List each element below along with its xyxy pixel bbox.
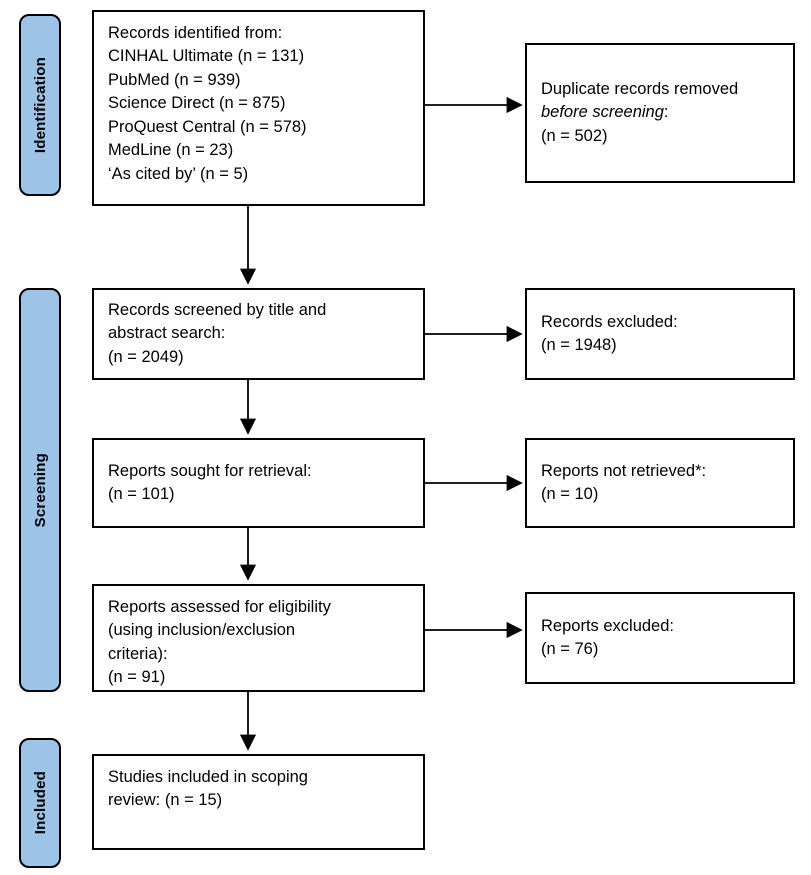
box-reports-assessed-for-eligibility: Reports assessed for eligibility (using … (92, 584, 425, 692)
box-records-identified-text: Records identified from: CINHAL Ultimate… (108, 24, 307, 183)
phase-bar-included: Included (19, 738, 61, 868)
duplicates-removed-emphasis: before screening (541, 103, 664, 122)
box-records-screened: Records screened by title and abstract s… (92, 288, 425, 380)
phase-label-screening: Screening (31, 452, 49, 528)
box-duplicate-records-removed: Duplicate records removed before screeni… (525, 43, 795, 183)
phase-label-identification: Identification (31, 56, 49, 154)
box-reports-excluded: Reports excluded: (n = 76) (525, 592, 795, 684)
box-records-screened-text: Records screened by title and abstract s… (108, 300, 327, 366)
box-records-excluded: Records excluded: (n = 1948) (525, 288, 795, 380)
phase-bar-identification: Identification (19, 14, 61, 196)
box-reports-not-retrieved: Reports not retrieved*: (n = 10) (525, 438, 795, 528)
phase-label-included: Included (31, 771, 49, 835)
phase-bar-screening: Screening (19, 288, 61, 692)
box-reports-not-retrieved-text: Reports not retrieved*: (n = 10) (541, 461, 707, 503)
box-studies-included-text: Studies included in scoping review: (n =… (108, 768, 308, 810)
duplicates-removed-line1: Duplicate records removed (541, 79, 739, 98)
box-records-excluded-text: Records excluded: (n = 1948) (541, 312, 678, 354)
box-records-identified: Records identified from: CINHAL Ultimate… (92, 10, 425, 206)
box-reports-sought-for-retrieval: Reports sought for retrieval: (n = 101) (92, 438, 425, 528)
box-studies-included: Studies included in scoping review: (n =… (92, 754, 425, 850)
box-reports-assessed-for-eligibility-text: Reports assessed for eligibility (using … (108, 598, 331, 687)
duplicates-removed-line2: : (n = 502) (541, 103, 669, 145)
box-reports-sought-for-retrieval-text: Reports sought for retrieval: (n = 101) (108, 461, 312, 503)
box-reports-excluded-text: Reports excluded: (n = 76) (541, 616, 674, 658)
box-duplicate-records-removed-text: Duplicate records removed before screeni… (541, 78, 779, 148)
